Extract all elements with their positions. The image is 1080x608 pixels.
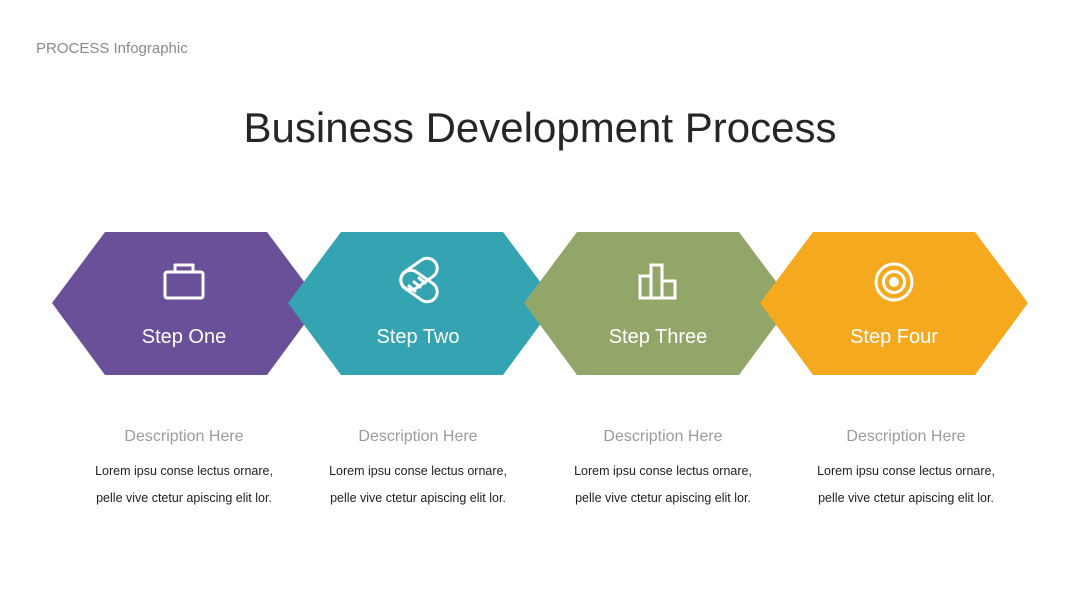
- step-three-description: Description Here Lorem ipsu conse lectus…: [553, 428, 773, 512]
- bar-chart-icon: [638, 263, 677, 300]
- target-icon: [874, 262, 914, 302]
- step-one-description: Description Here Lorem ipsu conse lectus…: [74, 428, 294, 512]
- step-label: Step Three: [609, 326, 708, 348]
- step-four-description: Description Here Lorem ipsu conse lectus…: [796, 428, 1016, 512]
- description-line: pelle vive ctetur apiscing elit lor.: [818, 491, 994, 505]
- step-hexagon: [52, 232, 320, 375]
- step-one: Step One: [52, 232, 320, 375]
- description-line: pelle vive ctetur apiscing elit lor.: [575, 491, 751, 505]
- step-label: Step Four: [850, 326, 938, 348]
- description-title: Description Here: [124, 428, 244, 445]
- description-line: pelle vive ctetur apiscing elit lor.: [330, 491, 506, 505]
- step-label: Step Two: [376, 326, 459, 348]
- slide-title: Business Development Process: [243, 104, 837, 151]
- slide-eyebrow: PROCESS Infographic: [36, 40, 188, 57]
- description-title: Description Here: [603, 428, 723, 445]
- handshake-icon: [399, 256, 439, 304]
- description-title: Description Here: [358, 428, 478, 445]
- description-line: Lorem ipsu conse lectus ornare,: [329, 464, 507, 478]
- description-title: Description Here: [846, 428, 966, 445]
- description-line: pelle vive ctetur apiscing elit lor.: [96, 491, 272, 505]
- description-line: Lorem ipsu conse lectus ornare,: [574, 464, 752, 478]
- step-label: Step One: [142, 326, 227, 348]
- step-four: Step Four: [760, 232, 1028, 375]
- description-line: Lorem ipsu conse lectus ornare,: [817, 464, 995, 478]
- step-two: Step Two: [288, 232, 556, 375]
- step-hexagon: [760, 232, 1028, 375]
- step-hexagon: [524, 232, 792, 375]
- briefcase-icon: [163, 263, 205, 300]
- step-hexagon: [288, 232, 556, 375]
- description-line: Lorem ipsu conse lectus ornare,: [95, 464, 273, 478]
- step-three: Step Three: [524, 232, 792, 375]
- step-two-description: Description Here Lorem ipsu conse lectus…: [308, 428, 528, 512]
